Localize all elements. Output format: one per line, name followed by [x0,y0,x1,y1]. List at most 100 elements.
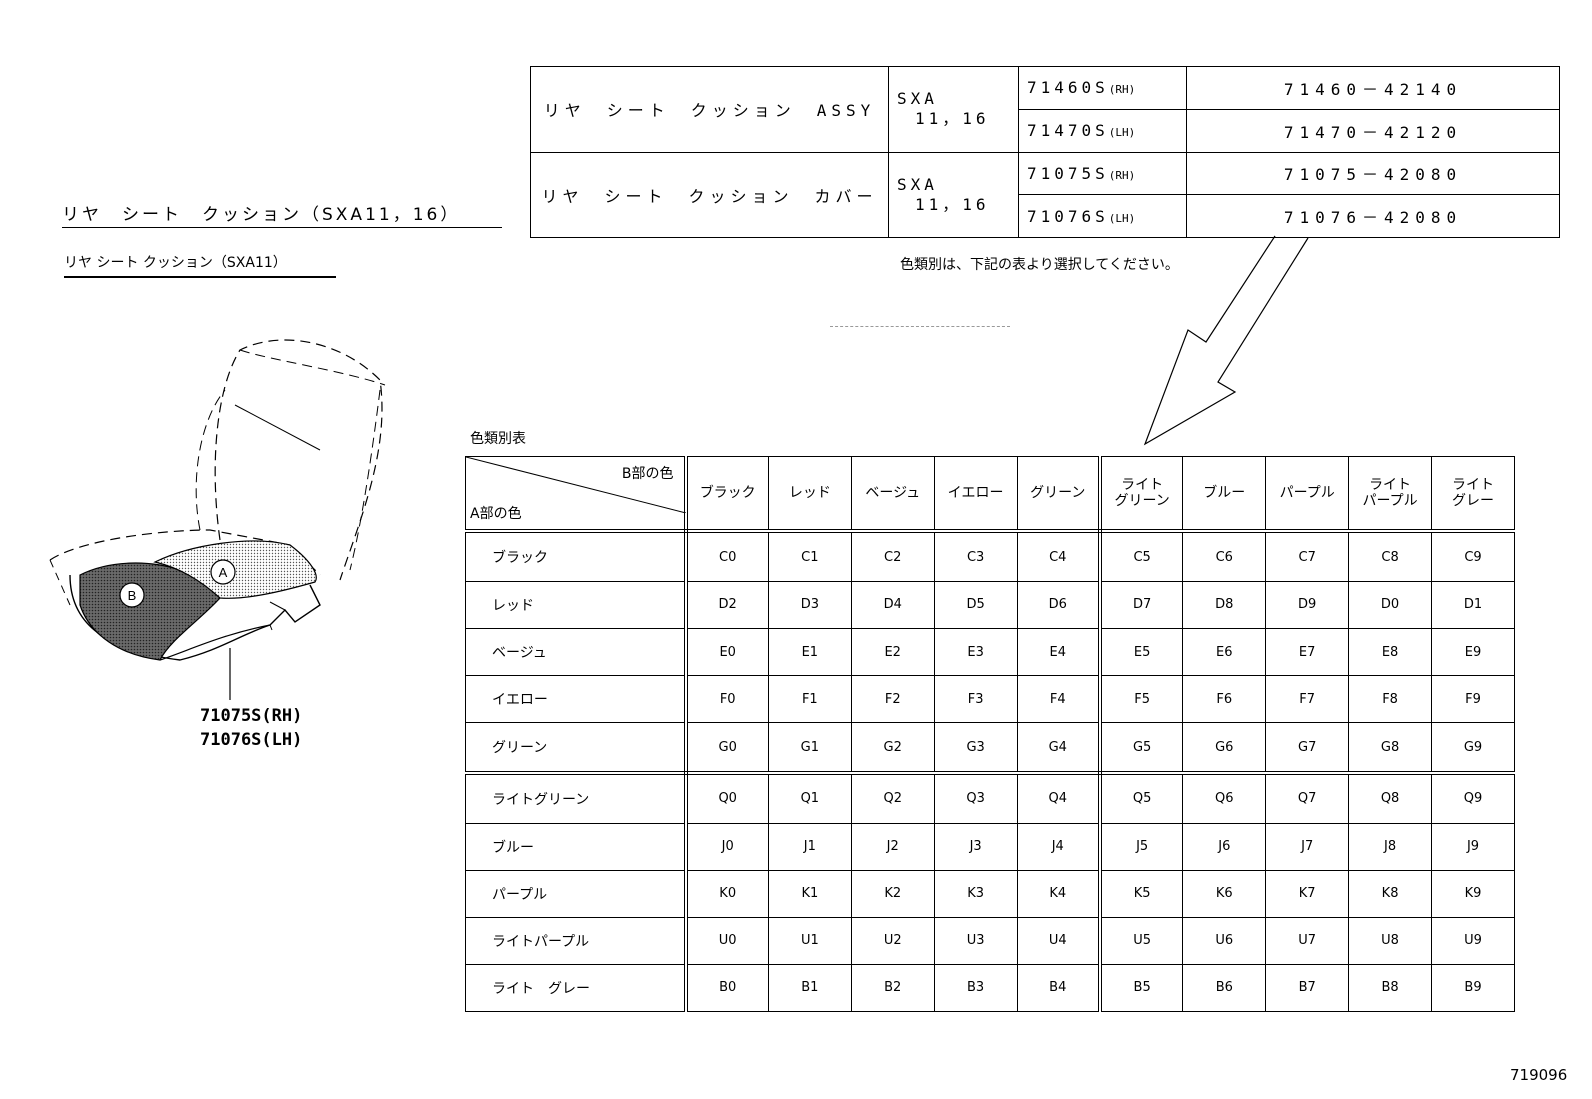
color-code-cell: J6 [1182,822,1267,871]
part-number: 71460－42140 [1186,66,1560,110]
color-code-cell: K1 [767,869,852,918]
color-code-cell: G0 [685,722,769,775]
color-code-cell: K4 [1016,869,1102,918]
part-number: 71075－42080 [1186,151,1560,196]
color-code-cell: B2 [850,963,935,1013]
color-code-cell: U4 [1016,916,1102,965]
color-code-cell: Q2 [850,772,935,824]
color-code-cell: F0 [685,675,769,724]
color-code-cell: Q8 [1348,772,1433,824]
color-table-header: B部の色 A部の色 ブラックレッドベージュイエローグリーンライトグリーンブルーパ… [465,456,1515,534]
color-code-cell: K3 [933,869,1018,918]
label-a: A [219,565,228,580]
part-number: 71076－42080 [1186,194,1560,238]
color-code-cell: K5 [1099,869,1184,918]
color-code-cell: D9 [1265,580,1350,630]
color-code-cell: Q9 [1431,772,1515,824]
color-code-cell: U3 [933,916,1018,965]
color-code-cell: B5 [1099,963,1184,1013]
color-code-cell: E3 [933,628,1018,677]
color-code-cell: J2 [850,822,935,871]
table-corner: B部の色 A部の色 [465,456,688,534]
color-code-cell: G3 [933,722,1018,775]
color-code-cell: U9 [1431,916,1515,965]
color-code-cell: D5 [933,580,1018,630]
color-code-cell: E6 [1182,628,1267,677]
corner-diagonal [466,457,686,513]
color-code-cell: E2 [850,628,935,677]
color-code-cell: F8 [1348,675,1433,724]
row-header: ベージュ [465,628,688,677]
color-code-cell: G2 [850,722,935,775]
seat-part-lh: 71076S(LH) [200,730,303,750]
color-code-cell: J5 [1099,822,1184,871]
color-code-cell: F1 [767,675,852,724]
color-selection-note: 色類別は、下記の表より選択してください。 [900,257,1179,273]
color-code-cell: B4 [1016,963,1102,1013]
column-header: ライトパープル [1348,456,1433,534]
column-header: ブルー [1182,456,1267,534]
label-a-badge [210,559,236,585]
color-code-cell: B8 [1348,963,1433,1013]
color-code-cell: C1 [767,530,852,582]
part-ref: 71470S(LH) [1018,108,1187,153]
color-code-cell: E0 [685,628,769,677]
color-code-cell: K0 [685,869,769,918]
color-code-cell: U7 [1265,916,1350,965]
color-code-cell: G5 [1099,722,1184,775]
color-code-cell: F4 [1016,675,1102,724]
color-code-cell: U1 [767,916,852,965]
color-code-table: B部の色 A部の色 ブラックレッドベージュイエローグリーンライトグリーンブルーパ… [465,456,1515,1013]
column-header: イエロー [933,456,1018,534]
column-header: ベージュ [850,456,935,534]
color-code-cell: Q5 [1099,772,1184,824]
label-b-badge [119,582,145,608]
parts-row: 71076S(LH) 71076－42080 [531,194,1560,238]
color-code-cell: B7 [1265,963,1350,1013]
color-code-cell: Q3 [933,772,1018,824]
color-code-cell: J0 [685,822,769,871]
color-code-cell: F9 [1431,675,1515,724]
color-code-cell: C4 [1016,530,1102,582]
color-code-cell: E5 [1099,628,1184,677]
part-ref: 71075S(RH) [1018,151,1187,196]
color-code-cell: J3 [933,822,1018,871]
color-code-cell: C3 [933,530,1018,582]
color-code-cell: U2 [850,916,935,965]
row-header: ブルー [465,822,688,871]
row-header: ライトグリーン [465,772,688,824]
color-code-cell: E4 [1016,628,1102,677]
color-code-cell: F3 [933,675,1018,724]
color-code-cell: Q6 [1182,772,1267,824]
row-header: グリーン [465,722,688,775]
color-code-cell: J1 [767,822,852,871]
column-header: ライトグレー [1431,456,1515,534]
color-code-cell: Q4 [1016,772,1102,824]
corner-a-label: A部の色 [470,506,522,523]
color-table-caption: 色類別表 [470,431,526,447]
color-code-cell: C7 [1265,530,1350,582]
row-header: ブラック [465,530,688,582]
color-code-cell: E1 [767,628,852,677]
color-code-cell: B9 [1431,963,1515,1013]
color-code-cell: G9 [1431,722,1515,775]
color-code-cell: J9 [1431,822,1515,871]
color-code-cell: F7 [1265,675,1350,724]
color-code-cell: D7 [1099,580,1184,630]
color-code-cell: C2 [850,530,935,582]
color-code-cell: B3 [933,963,1018,1013]
sub-heading: リヤ シート クッション（SXA11） [64,252,336,278]
color-code-cell: G8 [1348,722,1433,775]
color-code-cell: C0 [685,530,769,582]
color-code-cell: U8 [1348,916,1433,965]
color-code-cell: K7 [1265,869,1350,918]
